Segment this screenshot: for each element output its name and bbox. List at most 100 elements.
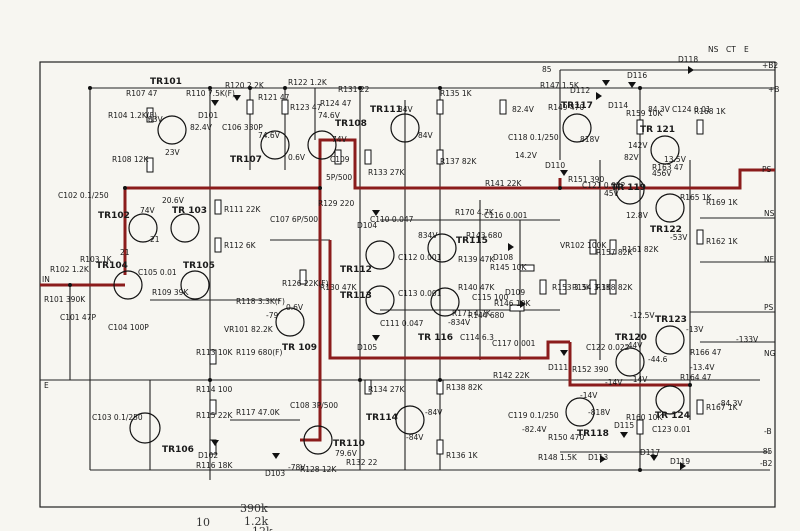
label-r129: R129 220 — [318, 199, 354, 208]
voltage-83v: 83V — [148, 115, 164, 124]
voltage-0-6v-b: 0.6V — [286, 303, 304, 312]
label-d118: D118 — [678, 55, 698, 64]
label-r139: R139 47K — [458, 255, 495, 264]
label-r141: R141 22K — [485, 179, 522, 188]
transistor-tr119 — [615, 175, 645, 205]
voltage-84v-b: 84V — [418, 131, 434, 140]
voltage-21-b: 21 — [150, 235, 160, 244]
voltage-13-5v: 13.5V — [664, 155, 687, 164]
label-r101: R101 390K — [44, 295, 86, 304]
transistor-tr111 — [390, 113, 420, 143]
label-d114: D114 — [608, 101, 628, 110]
voltage-82v: 82V — [624, 153, 640, 162]
label-d109: D109 — [505, 288, 525, 297]
label-r133: R133 27K — [368, 168, 405, 177]
label-r116: R116 18K — [196, 461, 233, 470]
voltage-minus-84-3v: -84.3V — [718, 399, 743, 408]
label-d116: D116 — [627, 71, 647, 80]
voltage-minus-14v-b: -14V — [605, 378, 623, 387]
voltage-45v: 45V — [604, 189, 620, 198]
terminal-nf: NF — [764, 255, 774, 264]
label-r162: R162 1K — [706, 237, 739, 246]
label-tr106: TR106 — [162, 445, 194, 455]
hand-note-1-2k: 1.2k — [244, 515, 268, 528]
terminal-e-top: E — [744, 45, 749, 54]
hand-note-390k: 390k — [240, 502, 268, 515]
label-r158: R158 82K — [596, 283, 633, 292]
transistor-tr123 — [655, 325, 685, 355]
label-r166: R166 47 — [690, 348, 722, 357]
hand-note-12k: 12k — [252, 525, 273, 531]
label-r107: R107 47 — [126, 89, 158, 98]
label-tr124: TR 124 — [655, 411, 690, 421]
label-tr115: TR115 — [456, 236, 488, 246]
label-r109: R109 39K — [152, 288, 189, 297]
label-c101: C101 47P — [60, 313, 96, 322]
label-r165: R165 1K — [680, 193, 713, 202]
label-r154: R154 3.3K — [572, 283, 612, 292]
label-tr108: TR108 — [335, 119, 367, 129]
voltage-834v: 834V — [418, 231, 438, 240]
transistor-tr104 — [113, 270, 143, 300]
label-tr114: TR114 — [366, 413, 398, 423]
label-c111: C111 0.047 — [380, 319, 424, 328]
label-r163: R163 47 — [652, 163, 684, 172]
label-r149: R149 470 — [548, 103, 584, 112]
label-vr101: VR101 82.2K — [224, 325, 274, 334]
transistor-tr121 — [650, 135, 680, 165]
voltage-minus-84v-b: -84V — [406, 433, 424, 442]
transistor-tr114 — [395, 405, 425, 435]
terminal-minus-b2: -B2 — [760, 459, 773, 468]
label-d105: D105 — [357, 343, 377, 352]
label-c109v: 5P/500 — [326, 173, 352, 182]
label-r167: R167 1K — [706, 403, 739, 412]
label-r113: R113 10K — [196, 348, 233, 357]
label-d111: D111 — [548, 363, 568, 372]
label-tr122: TR122 — [650, 225, 682, 235]
label-c108: C108 3P/500 — [290, 401, 338, 410]
label-r152: R152 390 — [572, 365, 608, 374]
label-r146: R146 10K — [494, 299, 531, 308]
label-r108: R108 12K — [112, 155, 149, 164]
label-r112: R112 6K — [224, 241, 257, 250]
label-vr102: VR102 100K — [560, 241, 607, 250]
terminal-ps-2: PS — [764, 303, 774, 312]
terminal-plus-b2: +B2 — [762, 61, 778, 70]
voltage-minus-14v-c: -14V — [580, 391, 598, 400]
label-c113: C113 0.001 — [398, 289, 442, 298]
transistor-tr110 — [303, 425, 333, 455]
label-d112: D112 — [570, 86, 590, 95]
label-r132: R132 22 — [346, 458, 378, 467]
label-c117: C117 0.001 — [492, 339, 536, 348]
voltage-labels: 83V 23V 82.4V 74.6V 74.6V 74V 74V 20.6V … — [120, 105, 743, 472]
label-tr101: TR101 — [150, 77, 182, 87]
voltage-minus-818v: -818V — [588, 408, 611, 417]
label-r119: R119 680(F) — [236, 348, 282, 357]
voltage-minus-78v: -78V — [288, 463, 306, 472]
voltage-818v: 818V — [580, 135, 600, 144]
voltage-minus-834v: -834V — [448, 318, 471, 327]
label-c102: C102 0.1/250 — [58, 191, 109, 200]
transistor-tr113 — [365, 285, 395, 315]
label-d119: D119 — [670, 457, 690, 466]
label-r171: R171 4.7K — [452, 309, 492, 318]
label-c119: C119 0.1/250 — [508, 411, 559, 420]
label-d104: D104 — [357, 221, 377, 230]
voltage-14-2v: 14.2V — [515, 151, 538, 160]
label-c116: C116 0.001 — [484, 211, 528, 220]
voltage-minus-12-5v: -12.5V — [630, 311, 655, 320]
voltage-84-3v: 84.3V — [648, 105, 671, 114]
label-r120: R120 2.2K — [225, 81, 265, 90]
transistor-tr103 — [170, 213, 200, 243]
voltage-74-6v-a: 74.6V — [258, 131, 281, 140]
voltage-minus-13-4v: -13.4V — [690, 363, 715, 372]
transistor-tr102 — [128, 213, 158, 243]
label-tr107: TR107 — [230, 155, 262, 165]
label-c114: C114 6.3 — [460, 333, 494, 342]
transistor-group — [113, 113, 685, 455]
label-c105: C105 0.01 — [138, 268, 177, 277]
label-c104: C104 100P — [108, 323, 149, 332]
label-c110: C110 0.047 — [370, 215, 414, 224]
label-tr123: TR123 — [655, 315, 687, 325]
label-r114: R114 100 — [196, 385, 232, 394]
